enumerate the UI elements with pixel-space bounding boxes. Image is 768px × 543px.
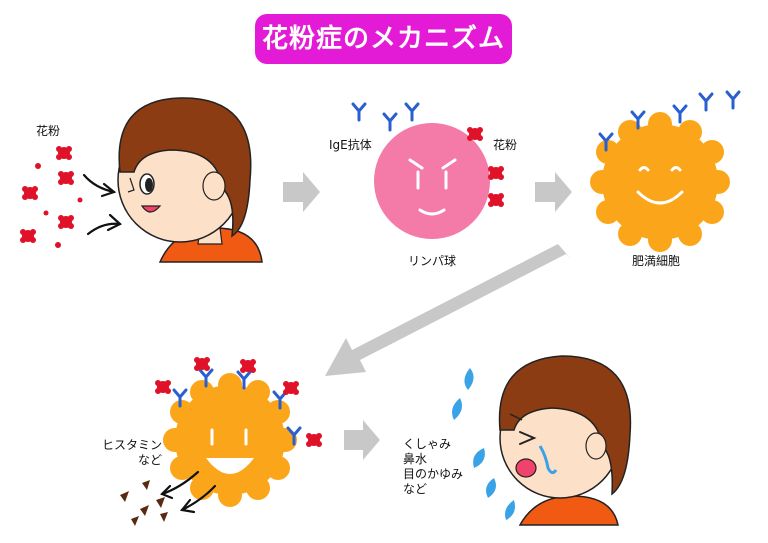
mast-cell-label: 肥満細胞 — [632, 252, 680, 269]
mast-cell — [590, 92, 739, 252]
flow-arrow-4 — [344, 420, 380, 460]
pollen-label-left: 花粉 — [36, 122, 60, 139]
histamine-granules — [120, 480, 168, 526]
pollen-particles-left — [20, 146, 83, 248]
lymphocyte-label: リンパ球 — [408, 252, 456, 269]
histamine-label-line1: ヒスタミン — [102, 438, 162, 453]
lymphocyte — [374, 123, 504, 239]
symptom-runny-nose: 鼻水 — [403, 452, 463, 467]
symptoms-list: くしゃみ 鼻水 目のかゆみ など — [403, 437, 463, 497]
flow-arrow-2 — [535, 172, 572, 212]
symptom-sneeze: くしゃみ — [403, 437, 463, 452]
ige-antibody-label: IgE抗体 — [329, 136, 372, 153]
pollen-label-right: 花粉 — [493, 136, 517, 153]
ige-antibodies — [353, 104, 418, 130]
flow-arrow-1 — [283, 172, 320, 212]
person-sneezing — [500, 356, 631, 525]
person-inhaling — [118, 98, 262, 262]
inhale-arrows — [84, 175, 120, 234]
histamine-label-line2: など — [102, 453, 162, 468]
histamine-label: ヒスタミン など — [102, 438, 162, 468]
symptom-itchy-eyes: 目のかゆみ — [403, 467, 463, 482]
symptom-etc: など — [403, 482, 463, 497]
